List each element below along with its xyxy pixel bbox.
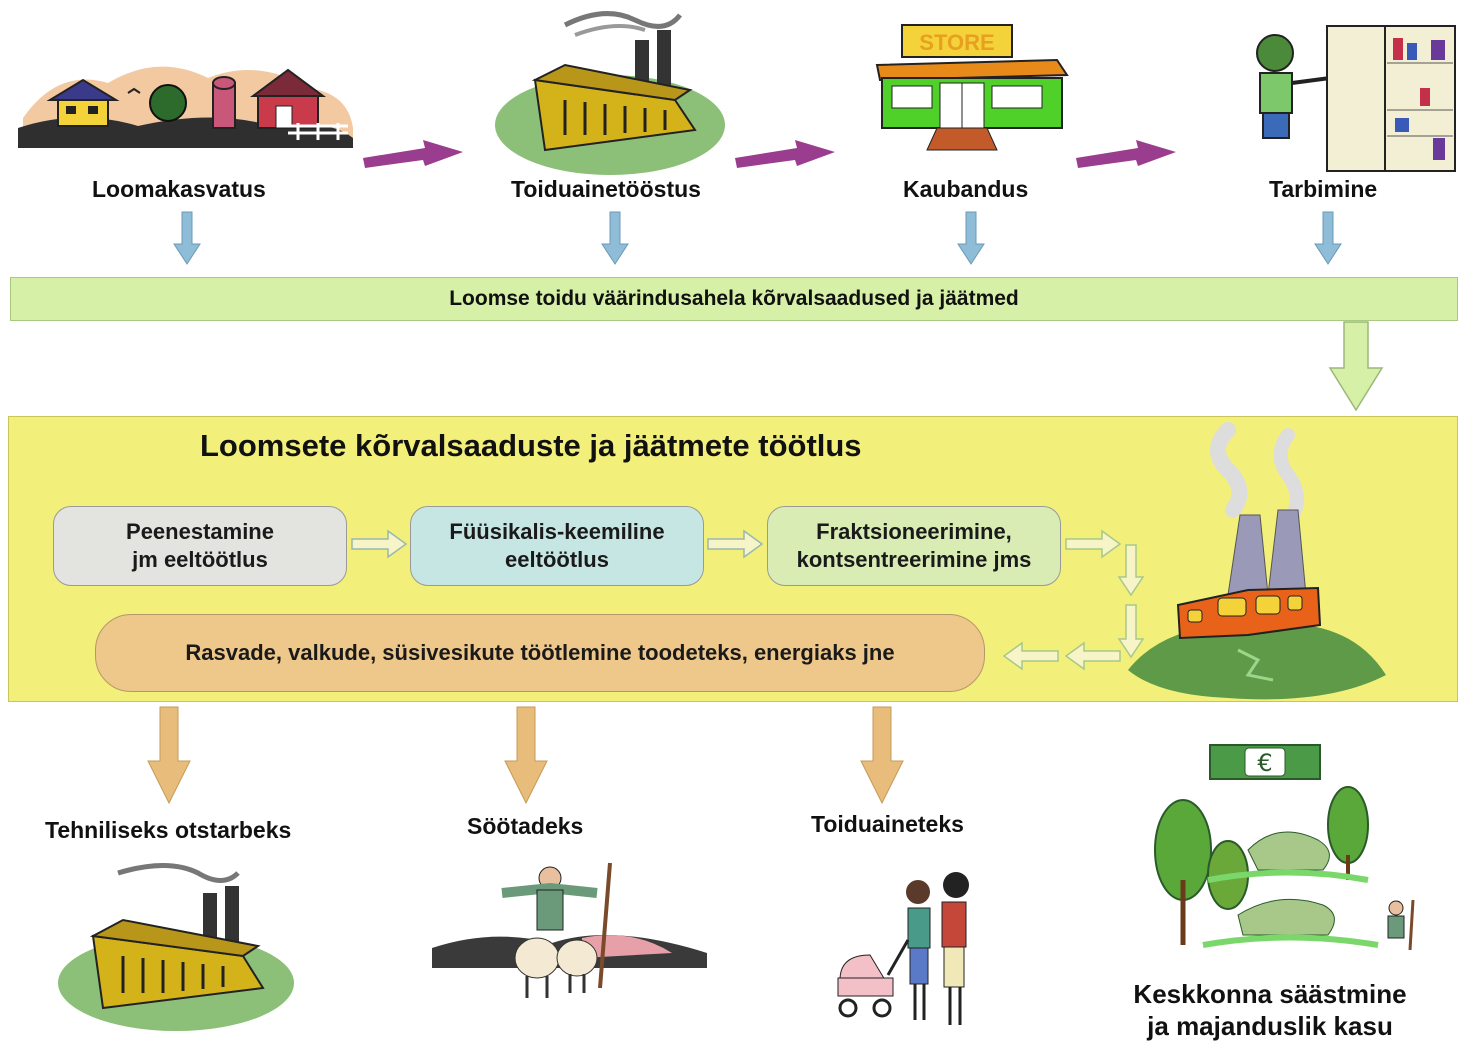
chain-arrow-2 xyxy=(735,140,835,168)
store-sign: STORE xyxy=(919,30,994,55)
processing-title: Loomsete kõrvalsaaduste ja jäätmete tööt… xyxy=(200,428,862,463)
processing-plant-illustration xyxy=(1128,422,1386,700)
benefit-line1: Keskkonna säästmine xyxy=(1133,979,1407,1009)
step-fractionation-line2: kontsentreerimine jms xyxy=(796,547,1032,572)
step-physicochemical-line2: eeltöötlus xyxy=(505,547,609,572)
benefit-illustration: € xyxy=(1154,744,1415,951)
step-shredding: Peenestamine jm eeltöötlus xyxy=(53,506,347,586)
chain-arrow-1 xyxy=(363,140,463,168)
step-shredding-line1: Peenestamine xyxy=(126,519,274,544)
step-arrow-left-2 xyxy=(1002,641,1059,671)
byproducts-band: Loomse toidu väärindusahela kõrvalsaadus… xyxy=(10,277,1458,321)
step-physicochemical: Füüsikalis-keemiline eeltöötlus xyxy=(410,506,704,586)
down-arrow-food-industry xyxy=(601,211,629,265)
step-fractionation-line1: Fraktsioneerimine, xyxy=(816,519,1012,544)
factory-illustration xyxy=(495,11,725,175)
stage-label-farming: Loomakasvatus xyxy=(92,176,266,202)
down-arrow-consumption xyxy=(1314,211,1342,265)
stage-label-retail: Kaubandus xyxy=(903,176,1029,202)
step-arrow-left-1 xyxy=(1064,641,1121,671)
down-arrow-retail xyxy=(957,211,985,265)
technical-factory-illustration xyxy=(58,863,294,1031)
store-illustration: STORE xyxy=(875,24,1069,151)
step-arrow-1 xyxy=(351,529,408,559)
output-label-food: Toiduaineteks xyxy=(811,811,964,837)
step-final-processing: Rasvade, valkude, süsivesikute töötlemin… xyxy=(95,614,985,692)
output-arrow-food xyxy=(860,706,904,805)
step-arrow-3 xyxy=(1065,529,1122,559)
output-label-technical: Tehniliseks otstarbeks xyxy=(45,817,292,843)
down-arrow-farming xyxy=(173,211,201,265)
step-fractionation: Fraktsioneerimine, kontsentreerimine jms xyxy=(767,506,1061,586)
benefit-text: Keskkonna säästmine ja majanduslik kasu xyxy=(1080,978,1460,1042)
farm-illustration xyxy=(18,66,353,148)
output-arrow-technical xyxy=(147,706,191,805)
feed-illustration xyxy=(432,862,707,998)
chain-arrow-3 xyxy=(1076,140,1176,168)
step-arrow-2 xyxy=(707,529,764,559)
step-physicochemical-line1: Füüsikalis-keemiline xyxy=(449,519,665,544)
stage-label-food-industry: Toiduainetööstus xyxy=(511,176,701,202)
output-arrow-feed xyxy=(504,706,548,805)
stage-label-consumption: Tarbimine xyxy=(1269,176,1378,202)
step-shredding-line2: jm eeltöötlus xyxy=(132,547,268,572)
benefit-line2: ja majanduslik kasu xyxy=(1147,1011,1393,1041)
down-arrow-to-processing xyxy=(1328,321,1384,412)
food-illustration xyxy=(837,872,969,1025)
output-label-feed: Söötadeks xyxy=(467,813,584,839)
step-arrow-down-2 xyxy=(1117,604,1145,659)
step-arrow-down-1 xyxy=(1117,544,1145,597)
consumer-illustration xyxy=(1256,25,1456,172)
euro-icon: € xyxy=(1257,749,1272,777)
